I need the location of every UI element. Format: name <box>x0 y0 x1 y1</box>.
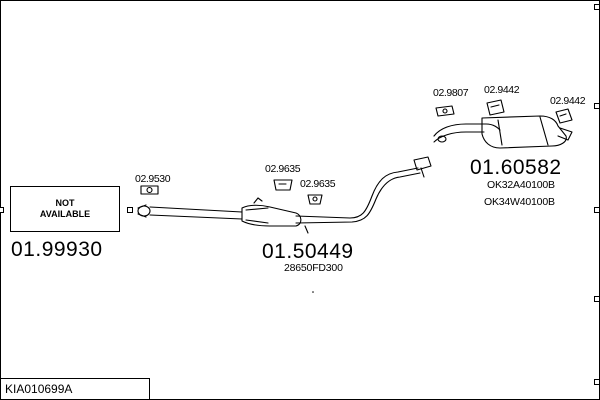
gasket-front-label: 02.9530 <box>135 173 171 185</box>
stray-dot <box>312 291 314 293</box>
left-connector <box>0 207 4 213</box>
rear-silencer-oem-1: OK32A40100B <box>487 179 555 191</box>
gasket-rear-label: 02.9807 <box>433 87 469 99</box>
vehicle-code: KIA010699A <box>5 382 73 396</box>
middle-silencer-drawing <box>241 167 421 234</box>
front-pipe-drawing <box>137 204 243 220</box>
not-available-line1: NOT <box>55 197 75 208</box>
hanger-mid-2-drawing <box>307 194 323 205</box>
hanger-rear-1-drawing <box>486 99 505 116</box>
hanger-rear-2-drawing <box>555 108 573 124</box>
lower-right-connector <box>594 296 600 302</box>
not-available-box: NOT AVAILABLE <box>10 186 120 232</box>
rear-silencer-drawing <box>433 115 573 149</box>
not-available-line2: AVAILABLE <box>39 209 91 219</box>
rear-silencer-oem-2: OK34W40100B <box>484 196 555 208</box>
box-connector <box>127 207 133 213</box>
gasket-front-drawing <box>140 185 159 195</box>
hanger-rear-1-label: 02.9442 <box>484 84 520 96</box>
bottom-right-connector <box>594 379 600 385</box>
rear-silencer-number: 01.60582 <box>470 156 562 179</box>
top-right-connector <box>594 4 600 10</box>
middle-silencer-number: 01.50449 <box>262 240 354 263</box>
upper-right-connector <box>594 103 600 109</box>
hanger-mid-2-label: 02.9635 <box>300 178 336 190</box>
middle-silencer-oem: 28650FD300 <box>284 262 343 274</box>
gasket-rear-drawing <box>435 105 455 117</box>
hanger-rear-2-label: 02.9442 <box>550 95 586 107</box>
vehicle-code-box: KIA010699A <box>0 378 150 400</box>
hanger-mid-1-label: 02.9635 <box>265 163 301 175</box>
front-pipe-number: 01.99930 <box>11 238 103 261</box>
hanger-mid-1-drawing <box>273 179 293 191</box>
rear-flange-drawing <box>413 156 432 178</box>
right-connector <box>594 207 600 213</box>
